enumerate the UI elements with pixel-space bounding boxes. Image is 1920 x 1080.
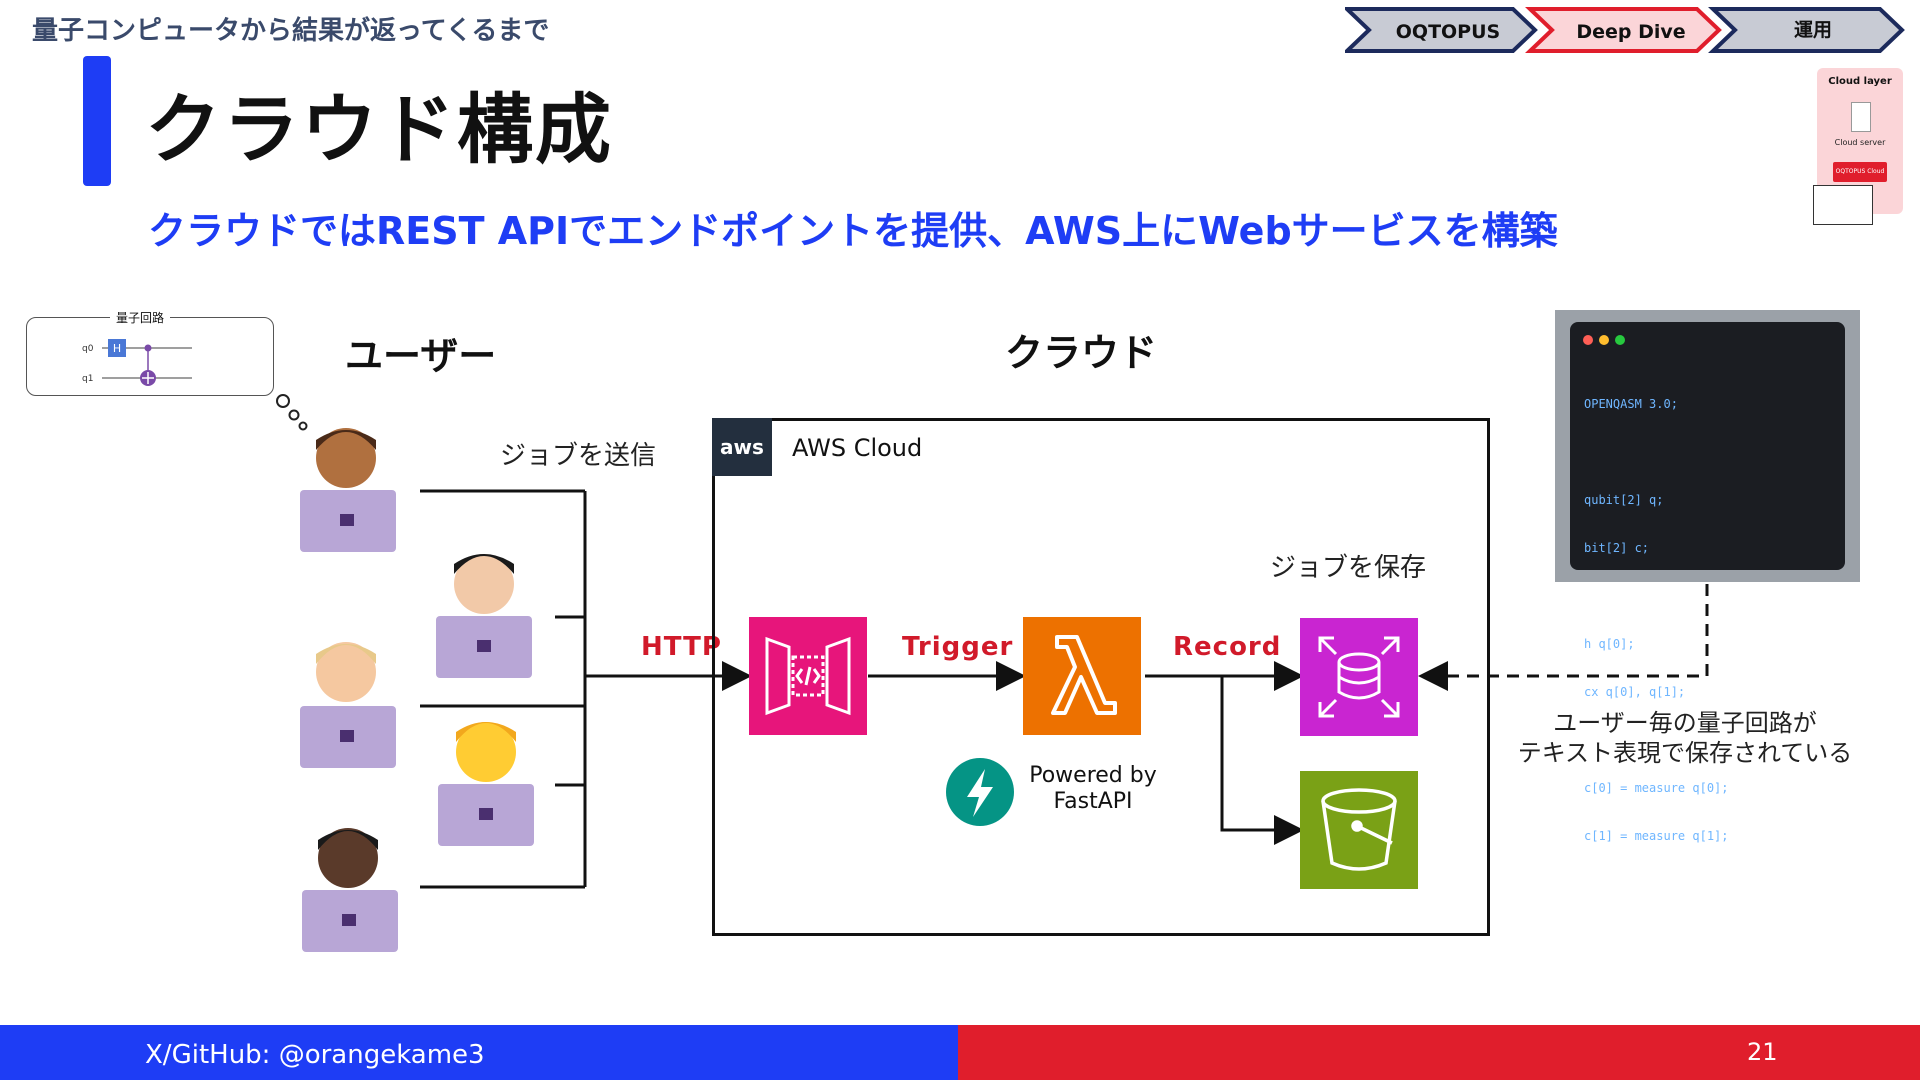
cloud-label: クラウド	[1005, 331, 1158, 375]
qubit-label-q1: q1	[82, 374, 93, 384]
aws-cloud-frame	[712, 418, 1490, 936]
breadcrumb-step-deep-dive[interactable]: Deep Dive	[1525, 7, 1722, 53]
record-label: Record	[1173, 632, 1282, 662]
s3-bucket-icon	[1300, 771, 1418, 889]
thumbnail-button: OQTOPUS Cloud	[1833, 162, 1887, 182]
code-line: c[1] = measure q[1];	[1584, 829, 1729, 843]
user-avatar-3	[300, 642, 396, 768]
gate-label: H	[113, 342, 121, 355]
thumbnail-title: Cloud layer	[1828, 76, 1892, 87]
breadcrumb-label-operation: 運用	[1794, 19, 1832, 41]
page-title: クラウド構成	[145, 85, 613, 174]
hadamard-gate	[108, 339, 126, 357]
aws-logo-icon: aws	[712, 418, 772, 476]
fastapi-icon	[946, 758, 1014, 826]
breadcrumb-label-oqtopus: OQTOPUS	[1396, 21, 1500, 43]
note-line2: テキスト表現で保存されている	[1517, 739, 1853, 767]
user-avatar-2	[436, 554, 532, 678]
user-avatar-1	[300, 428, 396, 552]
code-line: cx q[0], q[1];	[1584, 685, 1686, 699]
s3-arrow	[1220, 676, 1304, 845]
code-line: h q[0];	[1584, 637, 1635, 651]
qasm-code: OPENQASM 3.0; ​ qubit[2] q; bit[2] c; ​ …	[1584, 364, 1729, 860]
users-label: ユーザー	[345, 334, 497, 378]
minimize-dot-icon	[1599, 335, 1609, 345]
users-group	[300, 428, 534, 952]
code-line: c[0] = measure q[0];	[1584, 781, 1729, 795]
dashed-code-arrow	[1418, 584, 1709, 691]
user-connector-lines	[420, 489, 587, 889]
code-line: qubit[2] q;	[1584, 493, 1664, 507]
breadcrumb-step-operation[interactable]: 運用	[1708, 7, 1905, 53]
title-accent-bar	[83, 56, 111, 186]
thumbnail-speech-card	[1813, 185, 1873, 225]
note-line1: ユーザー毎の量子回路が	[1553, 709, 1817, 737]
footer-handle: X/GitHub: @orangekame3	[145, 1040, 485, 1070]
page-number: 21	[1747, 1038, 1778, 1066]
user-avatar-5	[302, 828, 398, 952]
server-icon	[1851, 102, 1871, 132]
footer-left-band	[0, 1025, 958, 1080]
storage-note: ユーザー毎の量子回路が テキスト表現で保存されている	[1500, 708, 1870, 768]
footer-right-band	[958, 1025, 1920, 1080]
code-line: ​	[1584, 588, 1729, 604]
deck-subtitle: 量子コンピュータから結果が返ってくるまで	[32, 16, 550, 46]
user-avatar-4	[438, 722, 534, 846]
database-icon	[1300, 618, 1418, 736]
circuit-diagram: q0 q1 H	[82, 339, 192, 386]
code-window	[1570, 322, 1845, 570]
code-line: OPENQASM 3.0;	[1584, 397, 1678, 411]
code-line: ​	[1584, 444, 1729, 460]
breadcrumb-step-oqtopus[interactable]: OQTOPUS	[1345, 7, 1538, 53]
thought-bubbles	[276, 394, 308, 431]
aws-cloud-title: AWS Cloud	[792, 434, 923, 462]
fastapi-line1: Powered by	[1029, 763, 1157, 788]
submit-job-label: ジョブを送信	[500, 441, 657, 471]
fastapi-caption: Powered by FastAPI	[1028, 763, 1158, 815]
fastapi-line2: FastAPI	[1053, 789, 1133, 814]
api-gateway-icon	[749, 617, 867, 735]
breadcrumb-label-deep-dive: Deep Dive	[1576, 21, 1685, 43]
save-job-label: ジョブを保存	[1270, 553, 1427, 583]
lead-text: クラウドではREST APIでエンドポイントを提供、AWS上にWebサービスを構…	[148, 209, 1558, 253]
circuit-title: 量子回路	[110, 309, 171, 326]
window-controls	[1583, 335, 1625, 345]
qubit-label-q0: q0	[82, 344, 94, 354]
breadcrumb: OQTOPUS Deep Dive 運用	[1345, 7, 1905, 53]
close-dot-icon	[1583, 335, 1593, 345]
http-label: HTTP	[641, 632, 722, 662]
thumbnail-server-label: Cloud server	[1834, 138, 1886, 147]
trigger-label: Trigger	[902, 632, 1014, 662]
maximize-dot-icon	[1615, 335, 1625, 345]
lambda-icon	[1023, 617, 1141, 735]
code-line: bit[2] c;	[1584, 541, 1650, 555]
